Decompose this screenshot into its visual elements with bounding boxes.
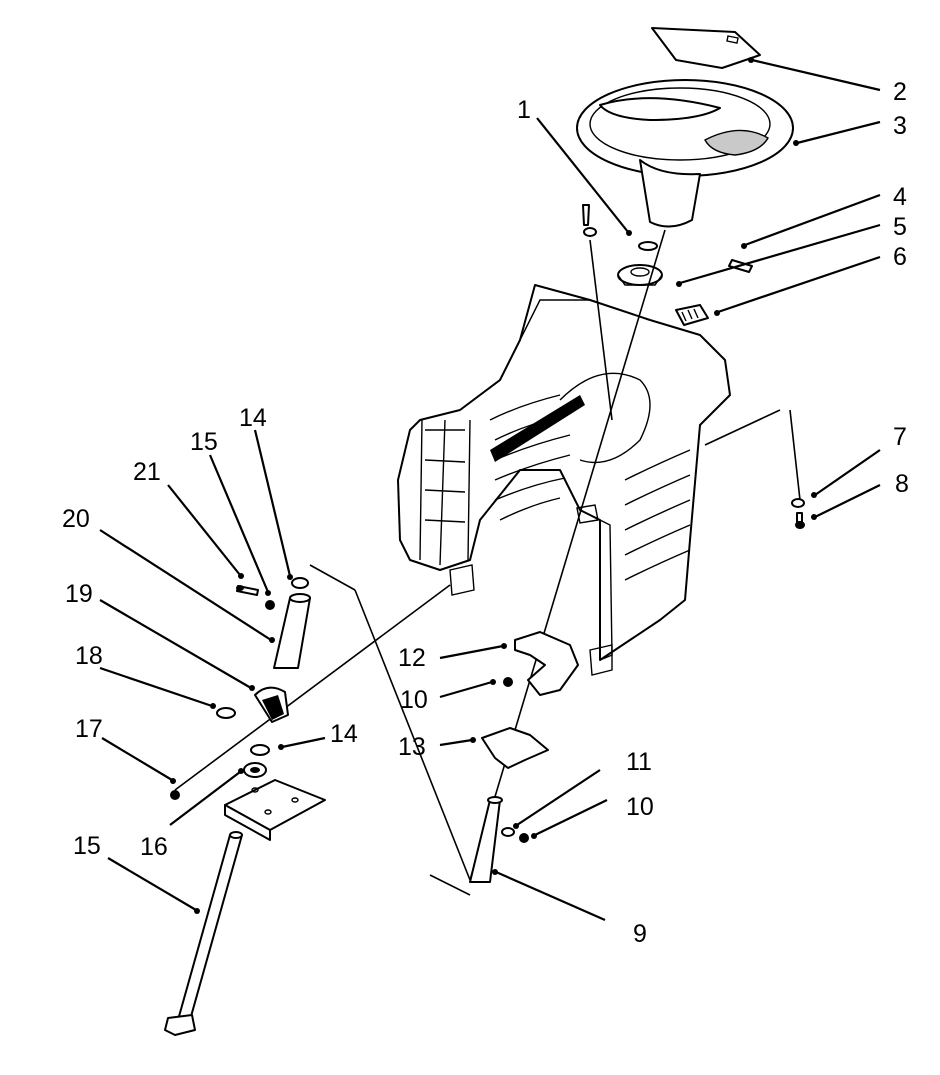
bolt-17	[170, 790, 180, 800]
bracket-12	[514, 631, 579, 696]
callout-10-lower: 10	[626, 793, 654, 821]
callout-2: 2	[893, 78, 907, 106]
bracket-13	[481, 727, 549, 769]
callout-16: 16	[140, 833, 168, 861]
callout-11: 11	[626, 748, 652, 776]
callout-8: 8	[895, 470, 909, 498]
callout-6: 6	[893, 243, 907, 271]
callout-1: 1	[517, 96, 531, 124]
callout-20: 20	[62, 505, 90, 533]
washer-14-upper	[291, 577, 309, 589]
washer-18	[216, 707, 236, 719]
callout-10-upper: 10	[400, 686, 428, 714]
callout-14-upper: 14	[239, 404, 267, 432]
washer-7	[791, 498, 805, 508]
nut-10-lower	[519, 833, 529, 843]
snap-ring	[638, 241, 658, 251]
gear-19	[254, 686, 289, 723]
clip	[675, 304, 709, 326]
callout-7: 7	[893, 423, 907, 451]
dash-console	[397, 284, 731, 676]
callout-15-upper: 15	[190, 428, 218, 456]
callout-13: 13	[398, 733, 426, 761]
callout-3: 3	[893, 112, 907, 140]
steering-shaft-axis	[174, 229, 801, 896]
callout-15-lower: 15	[73, 832, 101, 860]
washer-14-lower	[250, 744, 270, 756]
callout-9: 9	[633, 920, 647, 948]
callout-5: 5	[893, 213, 907, 241]
bolt-21	[236, 585, 259, 596]
callout-12: 12	[398, 644, 426, 672]
shaft-20	[273, 593, 311, 669]
callout-labels: 1 2 3 4 5 6 7 8 9 10 10 11 12 13 14 14 1…	[62, 78, 909, 948]
mounting-plate	[224, 779, 326, 841]
callout-17: 17	[75, 715, 103, 743]
callout-18: 18	[75, 642, 103, 670]
nut-8	[795, 512, 805, 529]
steering-wheel-cap	[651, 27, 761, 69]
steering-shaft-15	[164, 831, 243, 1036]
nut-10-upper	[503, 677, 513, 687]
leader-lines	[99, 57, 881, 922]
pin-11	[501, 827, 515, 837]
callout-19: 19	[65, 580, 93, 608]
callout-4: 4	[893, 183, 907, 211]
nut-15-upper	[265, 600, 275, 610]
callout-21: 21	[133, 458, 161, 486]
top-screw	[582, 204, 597, 237]
steering-bushing	[617, 264, 663, 286]
lower-shaft	[469, 796, 503, 883]
steering-wheel	[576, 79, 794, 228]
bushing-16	[243, 762, 267, 778]
callout-14-lower: 14	[330, 720, 358, 748]
